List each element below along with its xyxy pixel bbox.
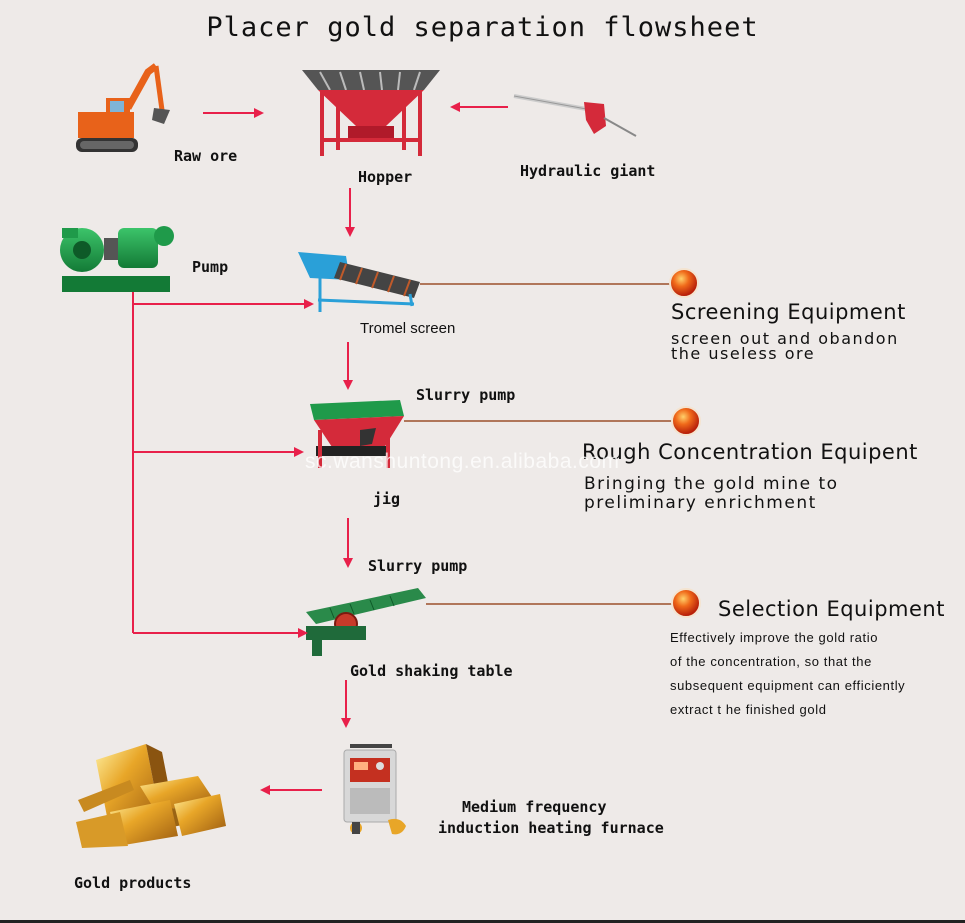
label-slurry-pump-2: Slurry pump	[368, 557, 468, 575]
selection-desc-4: extract t he finished gold	[670, 702, 827, 717]
selection-desc-2: of the concentration, so that the	[670, 654, 872, 669]
tromel-screen-icon	[298, 252, 420, 312]
label-furnace-line2: induction heating furnace	[438, 819, 664, 837]
screening-desc-1: screen out and obandon	[671, 329, 899, 348]
page-title: Placer gold separation flowsheet	[206, 12, 759, 43]
label-furnace-line1: Medium frequency	[462, 798, 607, 816]
selection-title: Selection Equipment	[718, 597, 945, 621]
shaking-table-icon	[306, 588, 426, 656]
label-gold-products: Gold products	[74, 874, 192, 892]
leader-lines	[404, 283, 672, 605]
label-gold-shaking-table: Gold shaking table	[350, 662, 513, 680]
flow-arrows	[132, 102, 508, 795]
selection-desc-3: subsequent equipment can efficiently	[670, 678, 906, 693]
pump-icon	[60, 226, 174, 292]
label-jig: jig	[373, 490, 401, 508]
rough-dot	[671, 406, 701, 436]
hopper-icon	[302, 70, 440, 156]
label-tromel-screen: Tromel screen	[360, 320, 456, 337]
watermark: sc.wanshuntong.en.alibaba.com	[305, 450, 620, 473]
label-slurry-pump-1: Slurry pump	[416, 386, 516, 404]
selection-desc-1: Effectively improve the gold ratio	[670, 630, 879, 645]
screening-title: Screening Equipment	[671, 300, 906, 324]
label-hopper: Hopper	[358, 168, 413, 186]
gold-bars-icon	[76, 744, 226, 848]
jig-icon	[310, 400, 404, 468]
screening-desc-2: the useless ore	[671, 344, 816, 363]
label-raw-ore: Raw ore	[174, 147, 238, 165]
selection-dot	[671, 588, 701, 618]
label-pump: Pump	[192, 258, 229, 276]
excavator-icon	[76, 63, 170, 152]
rough-desc-1: Bringing the gold mine to	[584, 474, 839, 494]
bottom-border	[0, 920, 965, 923]
screening-dot	[669, 268, 699, 298]
rough-desc-2: preliminary enrichment	[584, 493, 817, 513]
callout-dots	[669, 268, 701, 618]
hydraulic-giant-icon	[513, 94, 637, 137]
label-hydraulic-giant: Hydraulic giant	[520, 162, 656, 180]
furnace-icon	[343, 744, 406, 835]
rough-title: Rough Concentration Equipent	[582, 440, 918, 464]
